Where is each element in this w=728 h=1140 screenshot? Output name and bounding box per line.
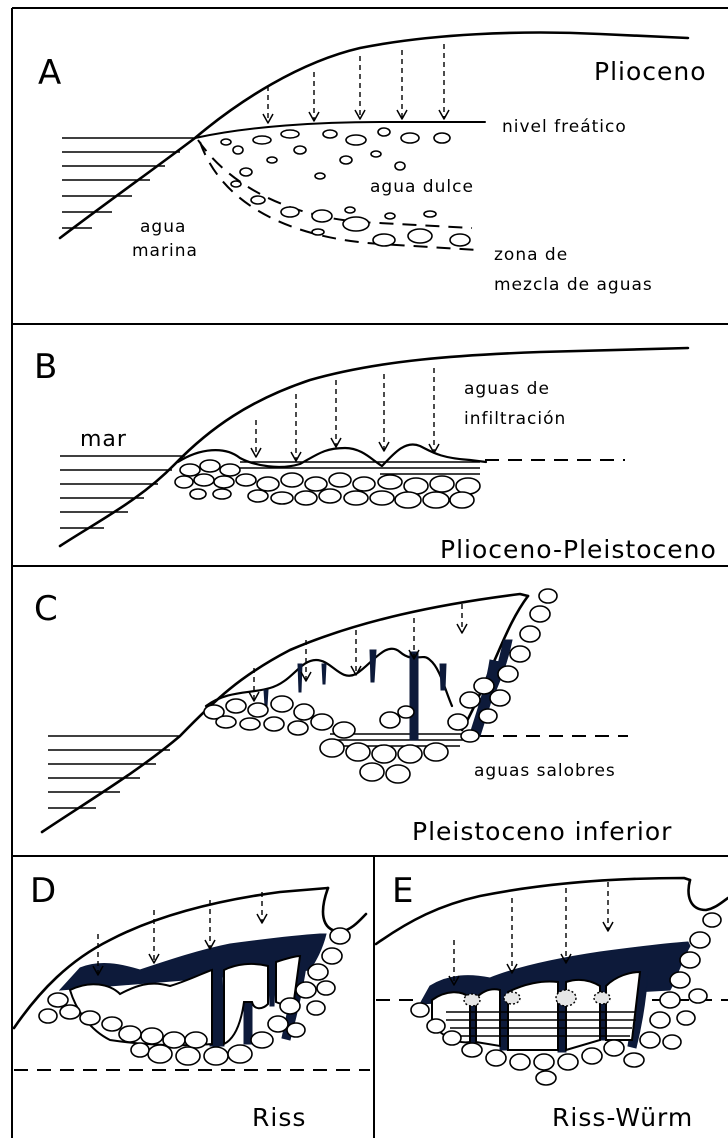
- sea-lines: [62, 138, 195, 228]
- panel-letter: D: [30, 871, 56, 911]
- land-surface: [42, 594, 528, 832]
- sea-water-label-1: agua: [140, 217, 186, 237]
- fresh-water-label: agua dulce: [370, 177, 474, 197]
- panel-letter: B: [34, 347, 57, 387]
- sea-lines: [60, 456, 185, 528]
- infiltration-arrows: [263, 44, 449, 123]
- panel-title: Pleistoceno inferior: [412, 817, 672, 846]
- cave-roof: [178, 444, 486, 466]
- infiltration-label-2: infiltración: [464, 409, 566, 429]
- sea-water-label-2: marina: [132, 241, 198, 261]
- panel-title: Plioceno: [594, 57, 707, 86]
- panel-letter: E: [392, 871, 413, 911]
- land-surface: [376, 878, 690, 944]
- mixing-zone-label-2: mezcla de aguas: [494, 275, 653, 295]
- panel-title: Riss: [252, 1103, 306, 1132]
- sea-label: mar: [80, 427, 127, 452]
- panel-title: Riss-Würm: [552, 1103, 693, 1132]
- panel-letter: C: [34, 589, 58, 629]
- brackish-label: aguas salobres: [474, 761, 616, 781]
- mixing-zone-label-1: zona de: [494, 245, 568, 265]
- panel-d: D Riss: [14, 871, 370, 1132]
- scarp-top: [689, 880, 728, 910]
- sea-lines: [48, 736, 180, 808]
- panel-a: A Plioceno: [38, 33, 707, 295]
- cave-water-lines: [236, 462, 480, 474]
- land-surface: [60, 348, 688, 546]
- pebble-layer: [204, 589, 557, 783]
- panel-e: E Riss-Würm: [376, 871, 728, 1132]
- panel-c: C Pleistoceno inferior: [34, 589, 672, 846]
- panel-title: Plioceno-Pleistoceno: [440, 535, 717, 564]
- water-table-label: nivel freático: [502, 117, 627, 137]
- panel-b: B Plioceno-Pleistoceno: [34, 347, 717, 564]
- panel-letter: A: [38, 53, 61, 93]
- infiltration-label-1: aguas de: [464, 379, 550, 399]
- scarp-top: [323, 888, 366, 932]
- infiltration-arrows: [249, 604, 467, 701]
